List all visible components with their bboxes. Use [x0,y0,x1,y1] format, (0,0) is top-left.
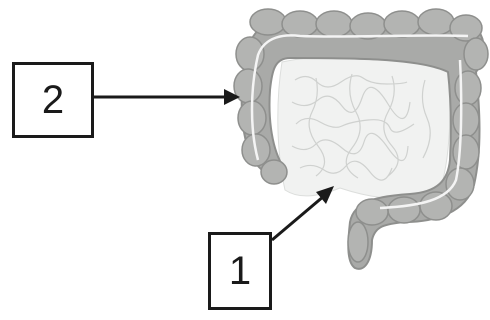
label-2-text: 2 [42,78,64,123]
arrow-2 [94,89,240,105]
label-box-1: 1 [208,232,272,310]
small-intestine [278,56,450,199]
label-1-text: 1 [229,249,251,294]
label-box-2: 2 [12,62,94,138]
